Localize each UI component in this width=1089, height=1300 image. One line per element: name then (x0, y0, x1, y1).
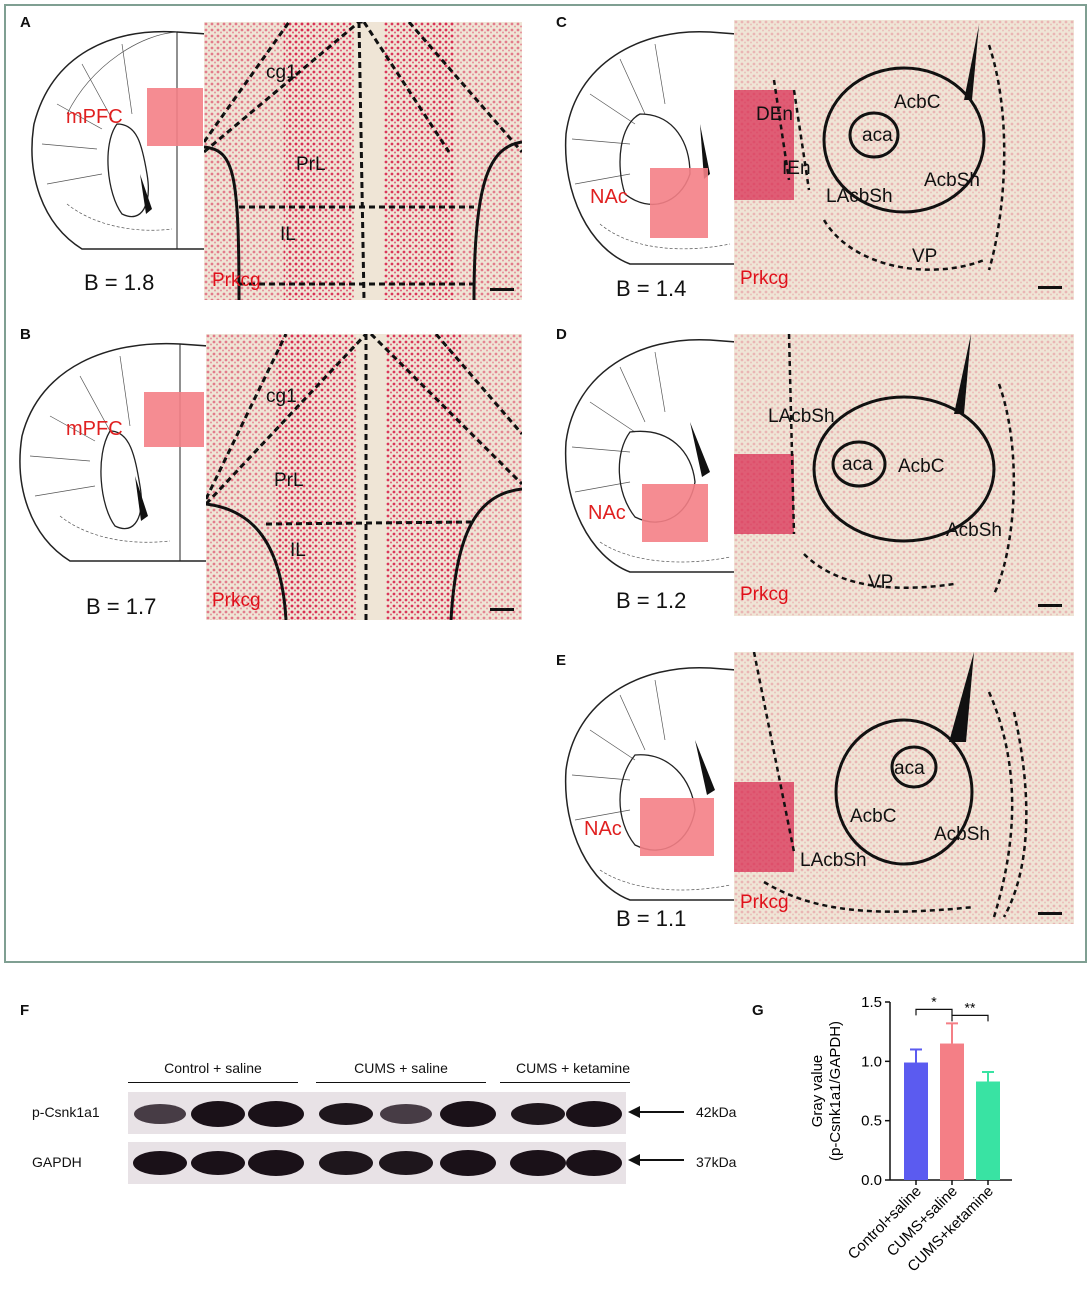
panel-b-cg1-label: cg1 (266, 386, 297, 407)
panel-d-micrograph: LAcbSh aca AcbC AcbSh VP Prkcg (734, 334, 1074, 616)
blot-row-label-gapdh: GAPDH (32, 1154, 82, 1170)
panel-e-scale-bar (1038, 912, 1062, 915)
panel-a-prl-label: PrL (296, 154, 326, 175)
panel-c-vp-label: VP (912, 246, 938, 267)
panel-e-bregma: B = 1.1 (616, 906, 687, 931)
panel-a-il-label: IL (280, 224, 296, 245)
panel-c-acbc-label: AcbC (894, 92, 941, 113)
panel-e-letter: E (556, 652, 567, 669)
panel-b-letter: B (20, 326, 31, 343)
blot-strip-gapdh (128, 1142, 626, 1184)
g-significance-label-1: * (931, 993, 937, 1009)
g-y-tick-label: 1.5 (861, 994, 882, 1011)
panel-a-stain-label: Prkcg (212, 270, 261, 291)
panel-a-atlas-drawing (31, 30, 208, 250)
panel-b-micrograph: cg1 PrL IL Prkcg (206, 334, 522, 620)
panel-e-region-label: NAc (584, 818, 622, 840)
histology-figure-frame (4, 4, 1087, 963)
panel-b-atlas-drawing (19, 342, 209, 562)
panel-c-micrograph: DEn IEn AcbC aca AcbSh LAcbSh VP Prkcg (734, 20, 1074, 300)
panel-c-letter: C (556, 14, 567, 31)
panel-d-lacbsh-label: LAcbSh (768, 406, 835, 427)
panel-a-region-box (147, 88, 203, 146)
blot-row-label-pcsnk1a1: p-Csnk1a1 (32, 1104, 100, 1120)
panel-c-acbsh-label: AcbSh (924, 170, 980, 191)
g-y-tick-label: 0.0 (861, 1172, 882, 1189)
panel-c-stain-label: Prkcg (740, 268, 789, 289)
g-significance-bracket-2 (951, 1014, 989, 1022)
panel-c-den-label: DEn (756, 104, 793, 125)
panel-d-atlas-drawing (564, 338, 737, 573)
g-y-axis-label-line1: Gray value (809, 1055, 826, 1128)
panel-a-region-label: mPFC (66, 106, 123, 128)
blot-group-line-1 (128, 1082, 298, 1083)
blot-arrow-pcsnk1a1 (628, 1106, 684, 1118)
g-y-tick-label: 1.0 (861, 1053, 882, 1070)
panel-d-stain-label: Prkcg (740, 584, 789, 605)
blot-arrow-gapdh (628, 1154, 684, 1166)
panel-a-letter: A (20, 14, 31, 31)
panel-e-acbc-label: AcbC (850, 806, 897, 827)
panel-d-region-box (642, 484, 708, 542)
panel-d-region-label: NAc (588, 502, 626, 524)
panel-b-il-label: IL (290, 540, 306, 561)
g-bar-3 (976, 1081, 1000, 1180)
blot-group-line-3 (500, 1082, 630, 1083)
panel-e-aca-label: aca (894, 758, 925, 779)
panel-d-bregma: B = 1.2 (616, 588, 687, 613)
panel-c-aca-label: aca (862, 125, 893, 146)
panel-e-lacbsh-label: LAcbSh (800, 850, 867, 871)
g-y-axis-label-line2: (p-Csnk1a1/GAPDH) (827, 1021, 844, 1161)
panel-c-region-label: NAc (590, 186, 628, 208)
panel-e-region-box (640, 798, 714, 856)
panel-b-scale-bar (490, 608, 514, 611)
panel-a-bregma: B = 1.8 (84, 270, 155, 295)
panel-b-region-box (144, 392, 204, 447)
panel-c-atlas-drawing (564, 30, 737, 265)
panel-d-aca-label: aca (842, 454, 873, 475)
blot-group-label-1: Control + saline (164, 1060, 262, 1076)
panel-d-acbsh-label: AcbSh (946, 520, 1002, 541)
panel-d-acbc-label: AcbC (898, 456, 945, 477)
panel-e-stain-label: Prkcg (740, 892, 789, 913)
panel-e-atlas-drawing (564, 666, 737, 901)
panel-c-region-box (650, 168, 708, 238)
g-bar-1 (904, 1062, 928, 1180)
panel-c-bregma: B = 1.4 (616, 276, 687, 301)
panel-b-stain-label: Prkcg (212, 590, 261, 611)
panel-d-vp-label: VP (868, 572, 894, 593)
g-y-tick-label: 0.5 (861, 1113, 882, 1130)
panel-g-letter: G (752, 1002, 764, 1019)
blot-group-label-3: CUMS + ketamine (516, 1060, 630, 1076)
panel-c-scale-bar (1038, 286, 1062, 289)
panel-b-region-label: mPFC (66, 418, 123, 440)
g-significance-bracket-1 (915, 1008, 953, 1016)
blot-size-42kda: 42kDa (696, 1104, 737, 1120)
panel-c-lacbsh-label: LAcbSh (826, 186, 893, 207)
panel-b-bregma: B = 1.7 (86, 594, 157, 619)
g-significance-label-2: ** (965, 999, 976, 1015)
blot-group-line-2 (316, 1082, 486, 1083)
panel-a-micrograph: cg1 PrL IL Prkcg (204, 22, 522, 300)
g-bar-2 (940, 1043, 964, 1180)
panel-c-ien-label: IEn (782, 158, 811, 179)
panel-d-scale-bar (1038, 604, 1062, 607)
panel-a-scale-bar (490, 288, 514, 291)
blot-size-37kda: 37kDa (696, 1154, 737, 1170)
panel-e-micrograph: aca AcbC AcbSh LAcbSh Prkcg (734, 652, 1074, 924)
panel-e-acbsh-label: AcbSh (934, 824, 990, 845)
blot-group-label-2: CUMS + saline (354, 1060, 448, 1076)
panel-a-cg1-label: cg1 (266, 62, 297, 83)
panel-d-letter: D (556, 326, 567, 343)
blot-strip-pcsnk1a1 (128, 1092, 626, 1134)
panel-f-letter: F (20, 1002, 30, 1019)
panel-b-prl-label: PrL (274, 470, 304, 491)
